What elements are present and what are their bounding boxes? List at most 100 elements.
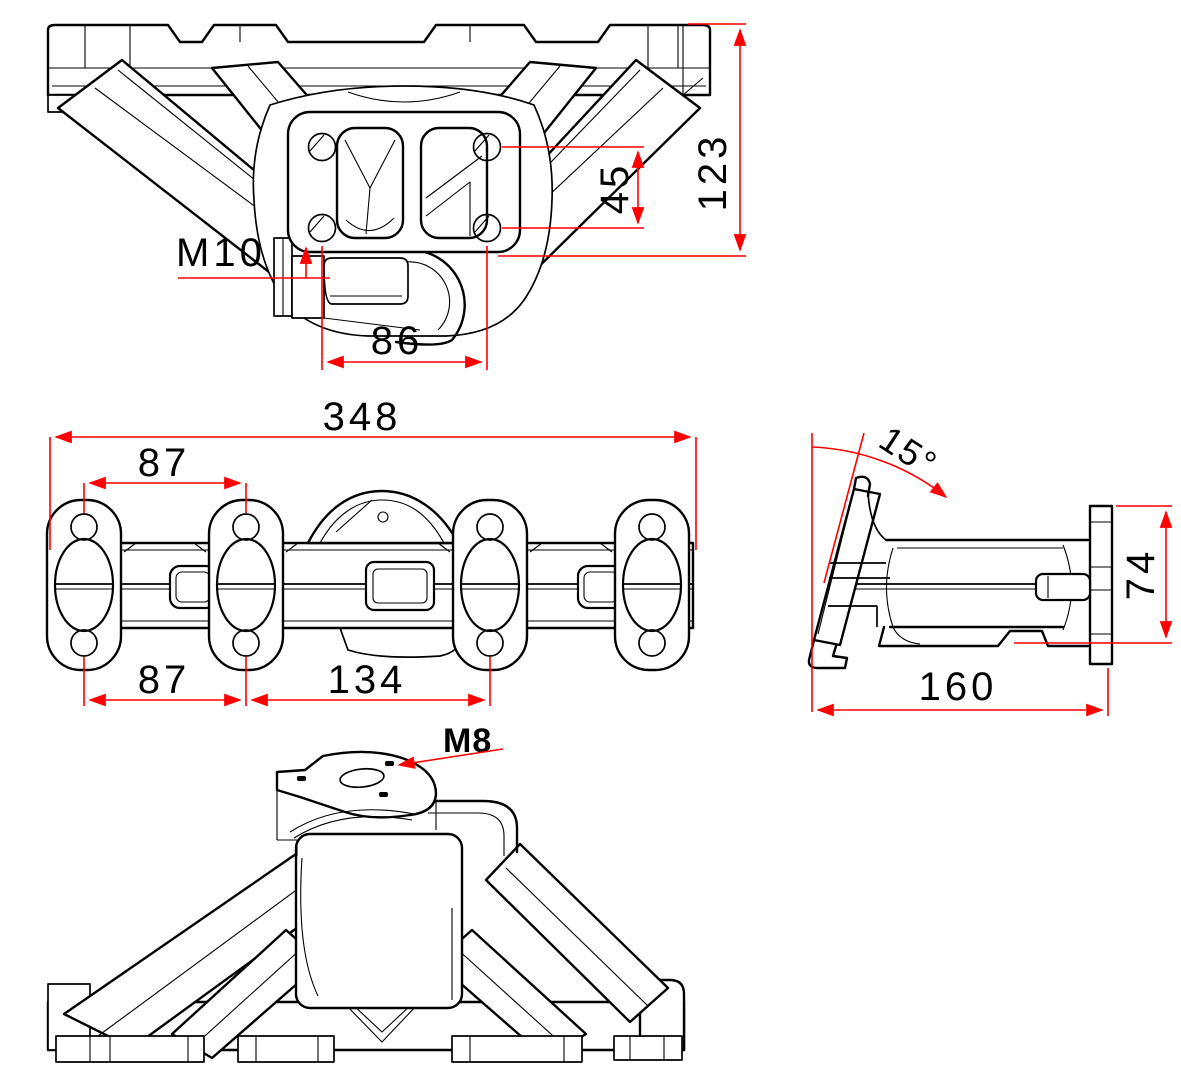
- dimension-label: 45: [593, 162, 637, 215]
- leader-line: [397, 748, 504, 769]
- foot-pad: [237, 1035, 335, 1063]
- angle-flange-line: [823, 432, 865, 584]
- foot-pad-ticks: [89, 1036, 189, 1062]
- port-divider-lines: [425, 155, 483, 236]
- stud-hole: [232, 513, 260, 541]
- port-opening: [419, 126, 489, 240]
- m8-hole: [385, 761, 394, 766]
- elbow-arm-outer: [431, 799, 519, 854]
- m8-hole: [379, 792, 388, 797]
- dimension-label: 15°: [872, 418, 945, 485]
- disc-saddle: [289, 809, 415, 839]
- body-skirt: [877, 625, 1090, 648]
- dimension-label: 87: [138, 658, 191, 702]
- side-view: 15° 74 160: [807, 418, 1173, 717]
- extension-line: [1014, 505, 1172, 644]
- flange-pad-ticks: [84, 25, 684, 95]
- m8-hole: [297, 776, 306, 781]
- flange-foot: [807, 638, 849, 670]
- pipe-boss-inner: [372, 568, 428, 604]
- port-opening: [459, 537, 521, 633]
- extension-line: [83, 657, 491, 706]
- runner-tube: [484, 842, 670, 1024]
- hump-detail: [335, 499, 373, 533]
- runner-highlight: [195, 947, 303, 1045]
- dimension-45: 45: [502, 146, 645, 229]
- foot-pad-ticks: [469, 1036, 565, 1062]
- flange-slot-lines: [828, 562, 890, 627]
- bracket-mid-block: [291, 255, 325, 319]
- bracket-nose-inner: [405, 261, 451, 331]
- turbo-flange-view: 123 45 M10 86: [46, 23, 747, 370]
- turbine-ports: [335, 126, 489, 240]
- hump-inner-line: [319, 499, 445, 544]
- stud-hole: [232, 629, 260, 657]
- bottom-view: M8: [46, 722, 686, 1063]
- disc-wall: [276, 790, 437, 856]
- tube-edge-lines: [57, 549, 693, 622]
- dimension-label: 86: [371, 319, 424, 363]
- outlet-flange-edge: [1034, 504, 1114, 666]
- outlet-stub: [1034, 572, 1092, 602]
- dimension-label: M10: [176, 231, 266, 275]
- runner-highlight: [455, 947, 563, 1045]
- dimension-label: 348: [323, 395, 402, 439]
- dimension-74: 74: [1014, 505, 1173, 644]
- under-body-bulge: [339, 627, 467, 658]
- dimension-m10: M10: [176, 231, 330, 279]
- flange-top-knob: [852, 475, 872, 498]
- bracket-center-hole: [339, 767, 385, 789]
- bolt-hole: [472, 213, 502, 243]
- foot-pad-ticks: [629, 1036, 665, 1060]
- port-flanges: [45, 498, 691, 672]
- outlet-bracket: [273, 237, 466, 346]
- dimension-m8: M8: [397, 722, 504, 769]
- turbo-flange-hump: [306, 489, 460, 545]
- port-opening: [621, 537, 683, 633]
- elbow-arm-inner: [428, 812, 505, 856]
- front-view: 348 87 87 134: [45, 395, 697, 707]
- extension-line: [498, 23, 746, 257]
- pipe-boss: [364, 560, 436, 612]
- dimension-label: M8: [443, 722, 492, 760]
- body-inner-curves: [300, 857, 453, 1000]
- stud-hole: [476, 629, 504, 657]
- bolt-hole-mark: [309, 134, 325, 152]
- angled-head-flange: [807, 475, 890, 670]
- dimension-label: 74: [1119, 548, 1163, 601]
- outlet-flange-steps: [1090, 521, 1112, 635]
- bracket-disc: [275, 750, 438, 819]
- collector-body: [294, 832, 464, 1010]
- dimension-label: 160: [919, 665, 998, 709]
- stud-hole: [638, 629, 666, 657]
- dimension-160: 160: [816, 665, 1109, 717]
- wastegate-bracket: [275, 750, 438, 856]
- bolt-hole-mark: [309, 215, 325, 233]
- runner-highlight: [505, 867, 649, 1007]
- extension-line: [502, 146, 644, 229]
- port-opening: [53, 537, 115, 633]
- dimension-134: 134: [250, 658, 486, 707]
- bolt-hole-mark: [474, 215, 490, 233]
- weld-fillet-ticks: [123, 542, 613, 553]
- dimension-86: 86: [321, 246, 488, 370]
- foot-pad: [613, 1035, 683, 1061]
- foot-pad-ticks: [255, 1036, 319, 1062]
- hump-hole: [377, 511, 389, 523]
- bracket-slot: [323, 257, 409, 305]
- hub-top-curve: [347, 91, 461, 103]
- flange-neck-fillet: [867, 491, 887, 541]
- dimension-123: 123: [498, 23, 747, 257]
- dimension-label: 134: [328, 658, 407, 702]
- bolt-hole: [307, 213, 337, 243]
- extension-line: [49, 437, 697, 550]
- stud-hole: [70, 513, 98, 541]
- dimension-87-bottom: 87: [83, 657, 491, 707]
- dimension-label: 87: [138, 441, 191, 485]
- foot-pad: [451, 1035, 583, 1063]
- mount-feet: [55, 1035, 683, 1063]
- port-divider-lines: [344, 139, 396, 235]
- bar-notch-lines: [344, 1003, 419, 1043]
